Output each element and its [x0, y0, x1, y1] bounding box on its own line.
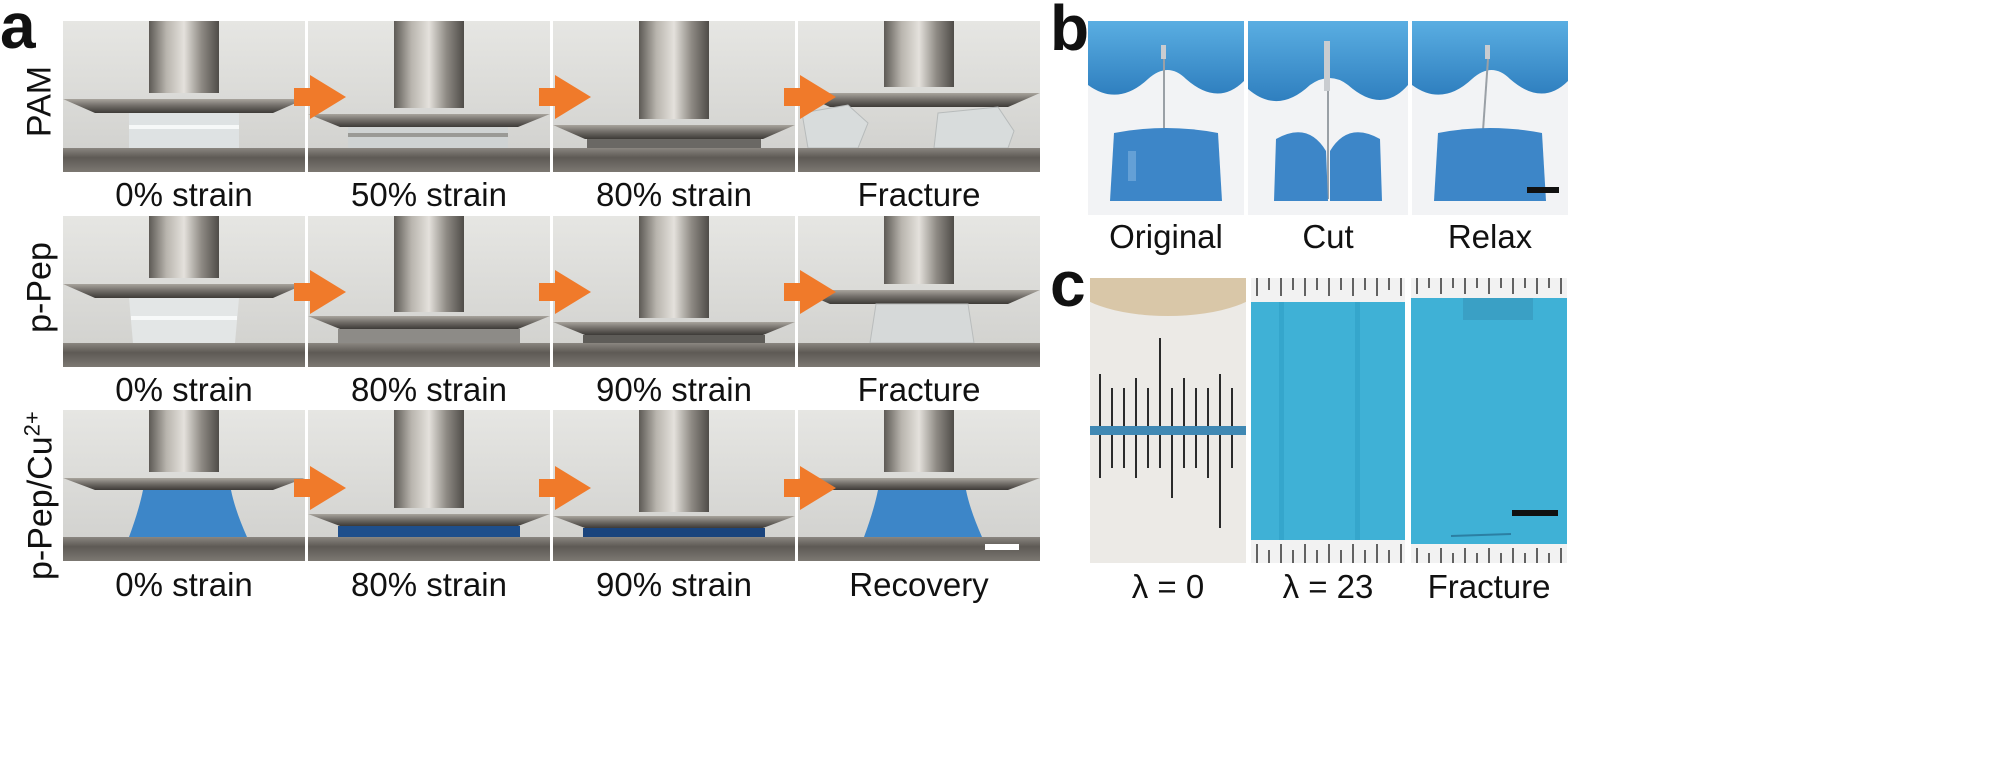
caption-ppep-cu-1: 0% strain	[115, 566, 253, 603]
photo-ppep-0-strain	[63, 216, 305, 367]
caption-c-lambda-23: λ = 23	[1282, 568, 1374, 605]
photo-ppep-cu-80-strain	[308, 410, 550, 561]
photo-ppep-90-strain	[553, 216, 795, 367]
arrow-icon	[294, 270, 346, 314]
scale-bar-c	[1512, 510, 1558, 516]
photo-ppep-cu-90-strain	[553, 410, 795, 561]
caption-b-relax: Relax	[1447, 218, 1533, 255]
photo-pam-0-strain	[63, 21, 305, 172]
photo-ppep-cu-recovery	[798, 410, 1040, 561]
panel-label-c: c	[1050, 248, 1086, 320]
photo-ppep-80-strain	[308, 216, 550, 367]
arrow-icon	[784, 270, 836, 314]
caption-ppep-cu-2: 80% strain	[351, 566, 507, 603]
photo-ppep-fracture	[798, 216, 1040, 367]
arrow-icon	[294, 75, 346, 119]
caption-ppep-cu-4: Recovery	[849, 566, 989, 603]
caption-c-fracture: Fracture	[1427, 568, 1551, 605]
photo-pam-50-strain	[308, 21, 550, 172]
row-label-pam: PAM	[20, 65, 59, 138]
caption-ppep-4: Fracture	[857, 371, 981, 408]
row-label-ppep-cu: p-Pep/Cu2+	[19, 376, 60, 616]
photo-c-lambda-23	[1251, 278, 1405, 563]
arrow-icon	[784, 75, 836, 119]
caption-pam-3: 80% strain	[596, 176, 752, 213]
arrow-icon	[294, 466, 346, 510]
row-label-ppep: p-Pep	[20, 242, 59, 333]
caption-ppep-1: 0% strain	[115, 371, 253, 408]
panel-label-a: a	[0, 0, 36, 62]
photo-ppep-cu-0-strain	[63, 410, 305, 561]
row-label-ppep-cu-charge: 2+	[19, 411, 45, 437]
photo-b-cut	[1248, 21, 1408, 215]
row-label-ppep-cu-text: p-Pep/Cu	[21, 436, 60, 581]
arrow-icon	[539, 466, 591, 510]
caption-pam-1: 0% strain	[115, 176, 253, 213]
caption-ppep-cu-3: 90% strain	[596, 566, 752, 603]
arrow-icon	[539, 75, 591, 119]
scale-bar-a	[985, 544, 1019, 550]
caption-ppep-3: 90% strain	[596, 371, 752, 408]
caption-pam-2: 50% strain	[351, 176, 507, 213]
caption-ppep-2: 80% strain	[351, 371, 507, 408]
scale-bar-b	[1527, 187, 1559, 193]
caption-c-lambda-0: λ = 0	[1131, 568, 1205, 605]
caption-b-cut: Cut	[1302, 218, 1354, 255]
caption-pam-4: Fracture	[857, 176, 981, 213]
arrow-icon	[539, 270, 591, 314]
caption-b-original: Original	[1109, 218, 1223, 255]
photo-b-original	[1088, 21, 1244, 215]
photo-c-fracture	[1411, 278, 1567, 563]
photo-c-lambda-0	[1090, 278, 1246, 563]
arrow-icon	[784, 466, 836, 510]
photo-pam-80-strain	[553, 21, 795, 172]
photo-b-relax	[1412, 21, 1568, 215]
panel-label-b: b	[1050, 0, 1090, 64]
